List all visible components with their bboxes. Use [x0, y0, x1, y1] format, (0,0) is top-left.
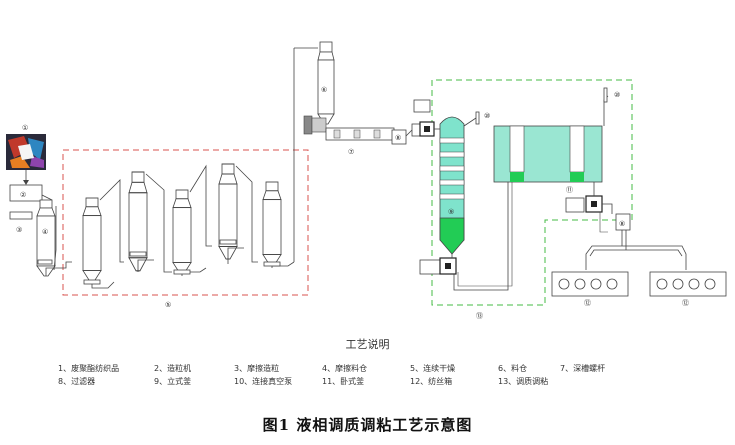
label-4: ④ [42, 228, 48, 236]
label-6: ⑥ [321, 86, 327, 94]
horizontal-reactor [493, 125, 603, 183]
legend-item: 12、纺丝箱 [410, 377, 453, 386]
legend-item: 2、造粒机 [154, 364, 192, 373]
legend-item: 1、废聚酯纺织品 [58, 364, 120, 373]
legend-item: 4、摩擦料仓 [322, 364, 368, 373]
legend-row-1: 1、废聚酯纺织品 2、造粒机 3、摩擦造粒 4、摩擦料仓 5、连续干燥 6、料仓… [58, 362, 698, 375]
label-8b: ⑧ [619, 220, 625, 228]
legend-item: 13、调质调粘 [498, 377, 549, 386]
label-12b: ⑫ [682, 299, 689, 307]
dryer-silo-a [82, 197, 102, 283]
legend-title: 工艺说明 [345, 338, 390, 351]
legend-item: 11、卧式釜 [322, 377, 365, 386]
screw-extruder [303, 115, 395, 141]
label-13: ⑬ [476, 312, 483, 320]
spinning-box-b [649, 271, 727, 297]
filter-8b [615, 213, 631, 231]
label-8a: ⑧ [395, 134, 401, 142]
label-5: ⑤ [165, 301, 171, 309]
pump-block-bottom [419, 257, 457, 275]
pump-block-top [411, 99, 435, 137]
legend: 1、废聚酯纺织品 2、造粒机 3、摩擦造粒 4、摩擦料仓 5、连续干燥 6、料仓… [58, 362, 698, 388]
legend-row-2: 8、过滤器 9、立式釜 10、连接真空泵 11、卧式釜 12、纺丝箱 13、调质… [58, 375, 698, 388]
vacuum-pump-a [463, 111, 480, 127]
conveying-lines [53, 164, 295, 289]
legend-item: 9、立式釜 [154, 377, 192, 386]
legend-item: 10、连接真空泵 [234, 377, 293, 386]
label-9: ⑨ [448, 208, 454, 216]
dryer-silo-c [172, 189, 192, 275]
legend-item: 7、深槽螺杆 [560, 364, 606, 373]
process-diagram: ① ② ③ ④ ⑤ [6, 41, 727, 320]
label-11: ⑪ [566, 186, 573, 194]
spinning-box-a [551, 271, 629, 297]
label-10a: ⑩ [484, 112, 490, 120]
label-2: ② [20, 191, 26, 199]
label-12a: ⑫ [584, 299, 591, 307]
discharge-pump [565, 195, 603, 213]
waste-textile-image [6, 134, 46, 170]
legend-item: 6、料仓 [498, 364, 528, 373]
label-1: ① [22, 124, 28, 132]
friction-silo [36, 199, 56, 277]
filter-8a [391, 129, 407, 145]
label-10b: ⑩ [614, 91, 620, 99]
legend-item: 3、摩擦造粒 [234, 364, 280, 373]
figure-caption: 图1 液相调质调粘工艺示意图 [262, 416, 473, 434]
friction-pelletizer-box [9, 211, 33, 220]
legend-item: 5、连续干燥 [410, 364, 456, 373]
vacuum-pump-b [603, 87, 609, 126]
spinning-feed-lines [585, 230, 687, 270]
reactor-zone-boundary [431, 79, 633, 306]
drying-zone-boundary [62, 149, 309, 296]
vertical-reactor [439, 116, 465, 255]
pelletizer-box [9, 184, 43, 202]
label-3: ③ [16, 226, 22, 234]
legend-item: 8、过滤器 [58, 377, 96, 386]
silo-6 [317, 41, 335, 125]
dryer-silo-e [262, 181, 282, 267]
dryer-silo-d [218, 163, 238, 260]
label-7: ⑦ [348, 148, 354, 156]
